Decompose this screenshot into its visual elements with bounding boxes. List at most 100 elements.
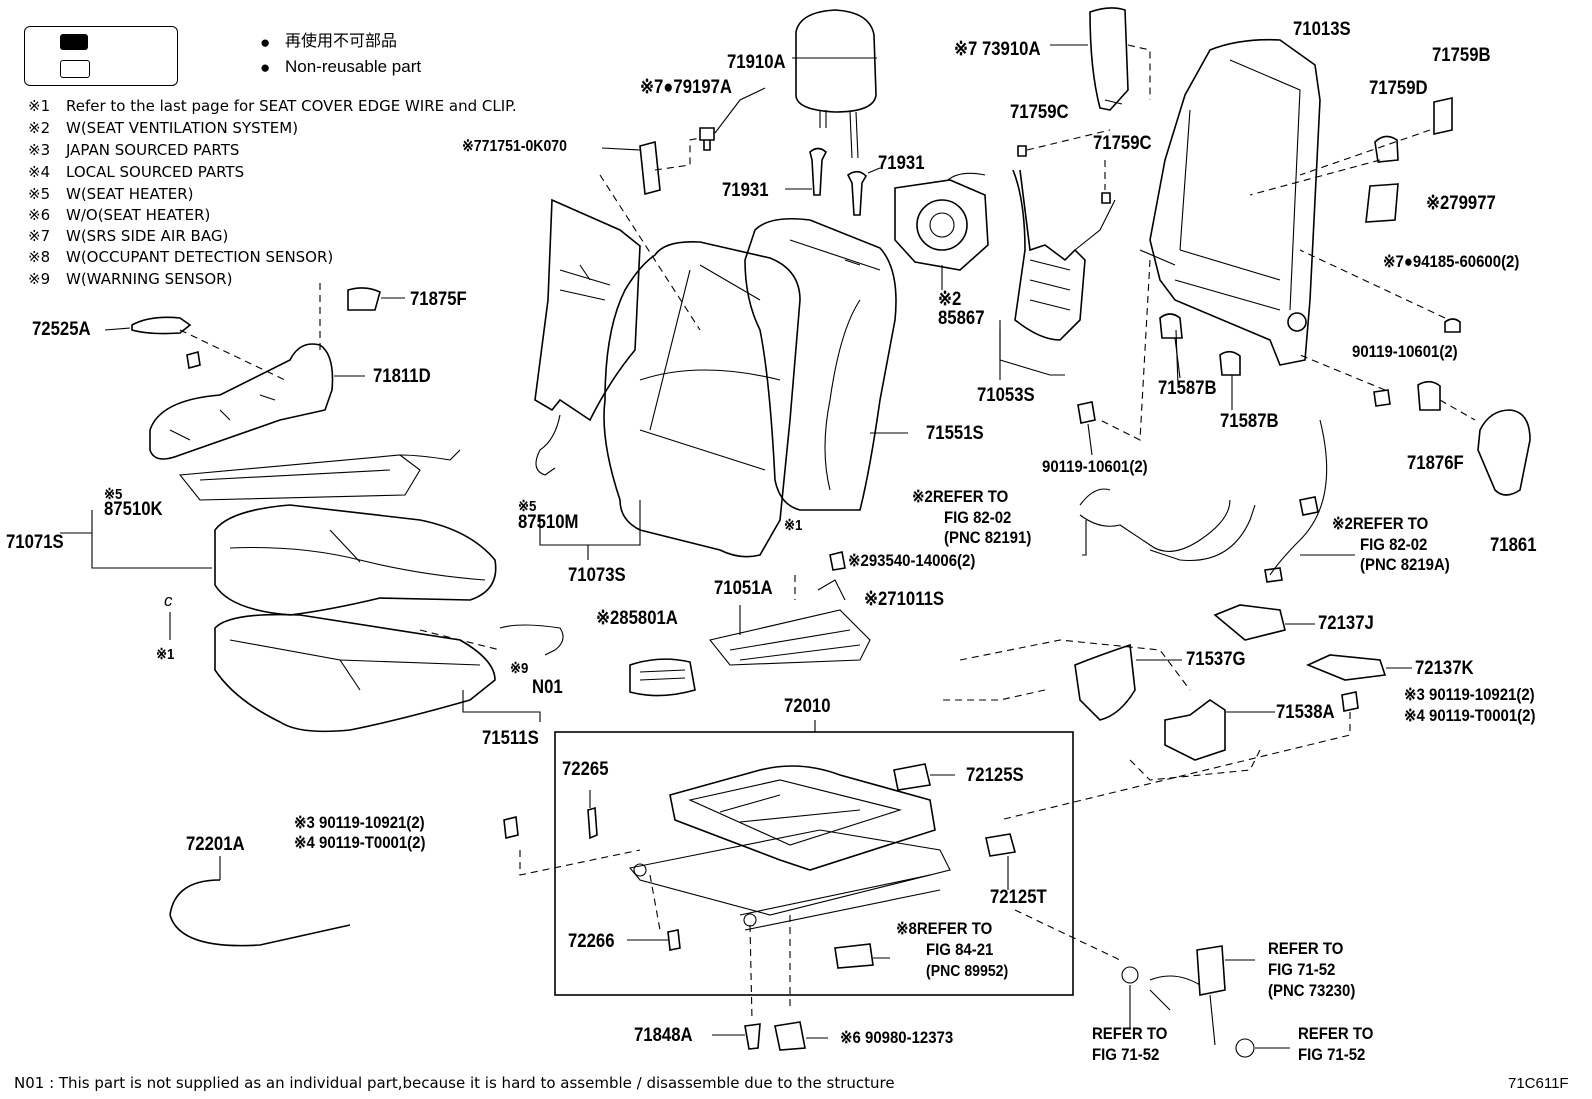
part-label-85867[interactable]: 85867 (938, 308, 985, 329)
part-label-mark-1: ※1 (156, 646, 175, 663)
part-label-72137k[interactable]: 72137K (1415, 658, 1474, 679)
part-label-71876f[interactable]: 71876F (1407, 453, 1464, 474)
part-label-71013s[interactable]: 71013S (1293, 19, 1351, 40)
seat-track-box (554, 731, 1074, 996)
part-label-79197a[interactable]: ※7●79197A (640, 77, 732, 98)
ref-fig-82-02-line2[interactable]: FIG 82-02 (1360, 535, 1428, 554)
seat-track-drawing (628, 765, 951, 931)
part-label-72010[interactable]: 72010 (784, 696, 831, 717)
part-label-94185-60600[interactable]: ※7●94185-60600(2) (1383, 252, 1520, 271)
ref-fig-71-52-line1[interactable]: REFER TO (1298, 1024, 1374, 1043)
part-label-71587b[interactable]: 71587B (1220, 411, 1279, 432)
part-label-71811d[interactable]: 71811D (373, 366, 431, 387)
part-label-90119-10601[interactable]: 90119-10601(2) (1352, 342, 1458, 361)
part-label-n01-mark: ※9 (510, 660, 529, 677)
seat-back-frame-drawing (1139, 38, 1321, 366)
part-label-72265[interactable]: 72265 (562, 759, 609, 780)
legend-empty-swatch (60, 60, 90, 78)
part-label-71931[interactable]: 71931 (722, 180, 769, 201)
legend-jp-text: 再使用不可部品 (285, 31, 398, 50)
ventilation-fan-drawing (894, 172, 989, 271)
part-label-90119-10921[interactable]: ※3 90119-10921(2) (1404, 685, 1535, 704)
part-label-71551s[interactable]: 71551S (926, 423, 984, 444)
part-label-71759b[interactable]: 71759B (1432, 45, 1491, 66)
part-label-71931[interactable]: 71931 (878, 153, 925, 174)
part-label-71071s[interactable]: 71071S (6, 532, 64, 553)
ref-fig-84-21-line2[interactable]: FIG 84-21 (926, 940, 994, 959)
part-label-79977[interactable]: ※279977 (1426, 193, 1496, 214)
part-label-87510k-mark: ※5 (104, 486, 123, 503)
part-label-71759d[interactable]: 71759D (1369, 78, 1428, 99)
figure-code: 71C611F (1508, 1075, 1569, 1092)
part-label-72525a[interactable]: 72525A (32, 319, 91, 340)
part-label-71051a[interactable]: 71051A (714, 578, 773, 599)
part-label-71848a[interactable]: 71848A (634, 1025, 693, 1046)
part-label-clip[interactable]: c (164, 591, 173, 610)
part-label-71587b[interactable]: 71587B (1158, 378, 1217, 399)
note-mark: ※6 (28, 206, 51, 224)
part-label-n01[interactable]: N01 (532, 677, 563, 698)
part-label-72125s[interactable]: 72125S (966, 765, 1024, 786)
part-label-90119-10921[interactable]: ※3 90119-10921(2) (294, 813, 425, 832)
ref-fig-71-52-line2[interactable]: FIG 71-52 (1268, 960, 1336, 979)
ref-fig-71-52-line1[interactable]: REFER TO (1092, 1024, 1168, 1043)
note-mark: ※3 (28, 141, 51, 159)
headrest-support-drawing (785, 147, 881, 216)
note-text: W(SRS SIDE AIR BAG) (66, 227, 229, 245)
part-label-90119-t0001[interactable]: ※4 90119-T0001(2) (294, 833, 426, 852)
seat-cushion-pad-drawing (214, 613, 496, 733)
part-label-71511s[interactable]: 71511S (482, 728, 539, 749)
legend-bullet-icon: ● (260, 33, 271, 52)
ref-fig-82-02-line1[interactable]: ※2REFER TO (1332, 514, 1429, 533)
part-label-71910a[interactable]: 71910A (727, 52, 786, 73)
part-label-90980-12373[interactable]: ※6 90980-12373 (840, 1028, 954, 1047)
ref-fig-82-02-line1[interactable]: ※2REFER TO (912, 487, 1009, 506)
part-label-72137j[interactable]: 72137J (1318, 613, 1374, 634)
legend-en-text: Non-reusable part (285, 57, 422, 76)
ref-fig-71-52-line2[interactable]: FIG 71-52 (1298, 1045, 1366, 1064)
seat-back-pad-drawing (744, 217, 897, 511)
part-label-90119-10601[interactable]: 90119-10601(2) (1042, 457, 1148, 476)
part-label-71751-0k070[interactable]: ※771751-0K070 (462, 138, 567, 155)
part-label-87510k[interactable]: 87510K (104, 499, 163, 520)
back-board-drawing (534, 198, 641, 422)
part-label-85801a[interactable]: ※285801A (596, 608, 678, 629)
part-label-72201a[interactable]: 72201A (186, 834, 245, 855)
legend-filled-swatch (60, 34, 88, 50)
part-label-71538a[interactable]: 71538A (1276, 702, 1335, 723)
ref-fig-82-02-line3: (PNC 8219A) (1360, 555, 1450, 574)
part-label-71537g[interactable]: 71537G (1186, 649, 1246, 670)
part-label-71759c[interactable]: 71759C (1093, 133, 1152, 154)
part-label-72266[interactable]: 72266 (568, 931, 615, 952)
note-mark: ※1 (28, 97, 51, 115)
note-mark: ※9 (28, 270, 51, 288)
part-label-71875f[interactable]: 71875F (410, 289, 467, 310)
part-label-93540-14006[interactable]: ※293540-14006(2) (848, 551, 976, 570)
part-label-73910a[interactable]: ※7 73910A (954, 39, 1041, 60)
armrest-cover-drawing (149, 343, 334, 460)
seat-spring-drawing (709, 605, 871, 666)
headrest-drawing (795, 9, 877, 159)
part-label-87510m[interactable]: 87510M (518, 512, 579, 533)
part-label-72125t[interactable]: 72125T (990, 887, 1047, 908)
ref-fig-71-52-line3: (PNC 73230) (1268, 981, 1356, 1000)
ref-fig-71-52-line2[interactable]: FIG 71-52 (1092, 1045, 1160, 1064)
note-text: W(WARNING SENSOR) (66, 270, 233, 288)
part-label-87510m-mark: ※5 (518, 498, 537, 515)
part-label-71759c[interactable]: 71759C (1010, 102, 1069, 123)
footer-note: N01 : This part is not supplied as an in… (14, 1074, 895, 1092)
part-label-71053s[interactable]: 71053S (977, 385, 1035, 406)
ref-fig-84-21-line1[interactable]: ※8REFER TO (896, 919, 993, 938)
part-label-71011s[interactable]: ※271011S (864, 589, 945, 610)
ref-fig-82-02-line2[interactable]: FIG 82-02 (944, 508, 1012, 527)
part-label-71073s[interactable]: 71073S (568, 565, 626, 586)
note-mark: ※7 (28, 227, 51, 245)
part-label-90119-t0001[interactable]: ※4 90119-T0001(2) (1404, 706, 1536, 725)
part-label-71861[interactable]: 71861 (1490, 535, 1537, 556)
note-text: W(SEAT VENTILATION SYSTEM) (66, 119, 299, 137)
note-text: LOCAL SOURCED PARTS (66, 163, 245, 181)
ref-fig-84-21-line3: (PNC 89952) (926, 963, 1009, 980)
ref-fig-71-52-line1[interactable]: REFER TO (1268, 939, 1344, 958)
airbag-module-drawing (1050, 7, 1129, 111)
